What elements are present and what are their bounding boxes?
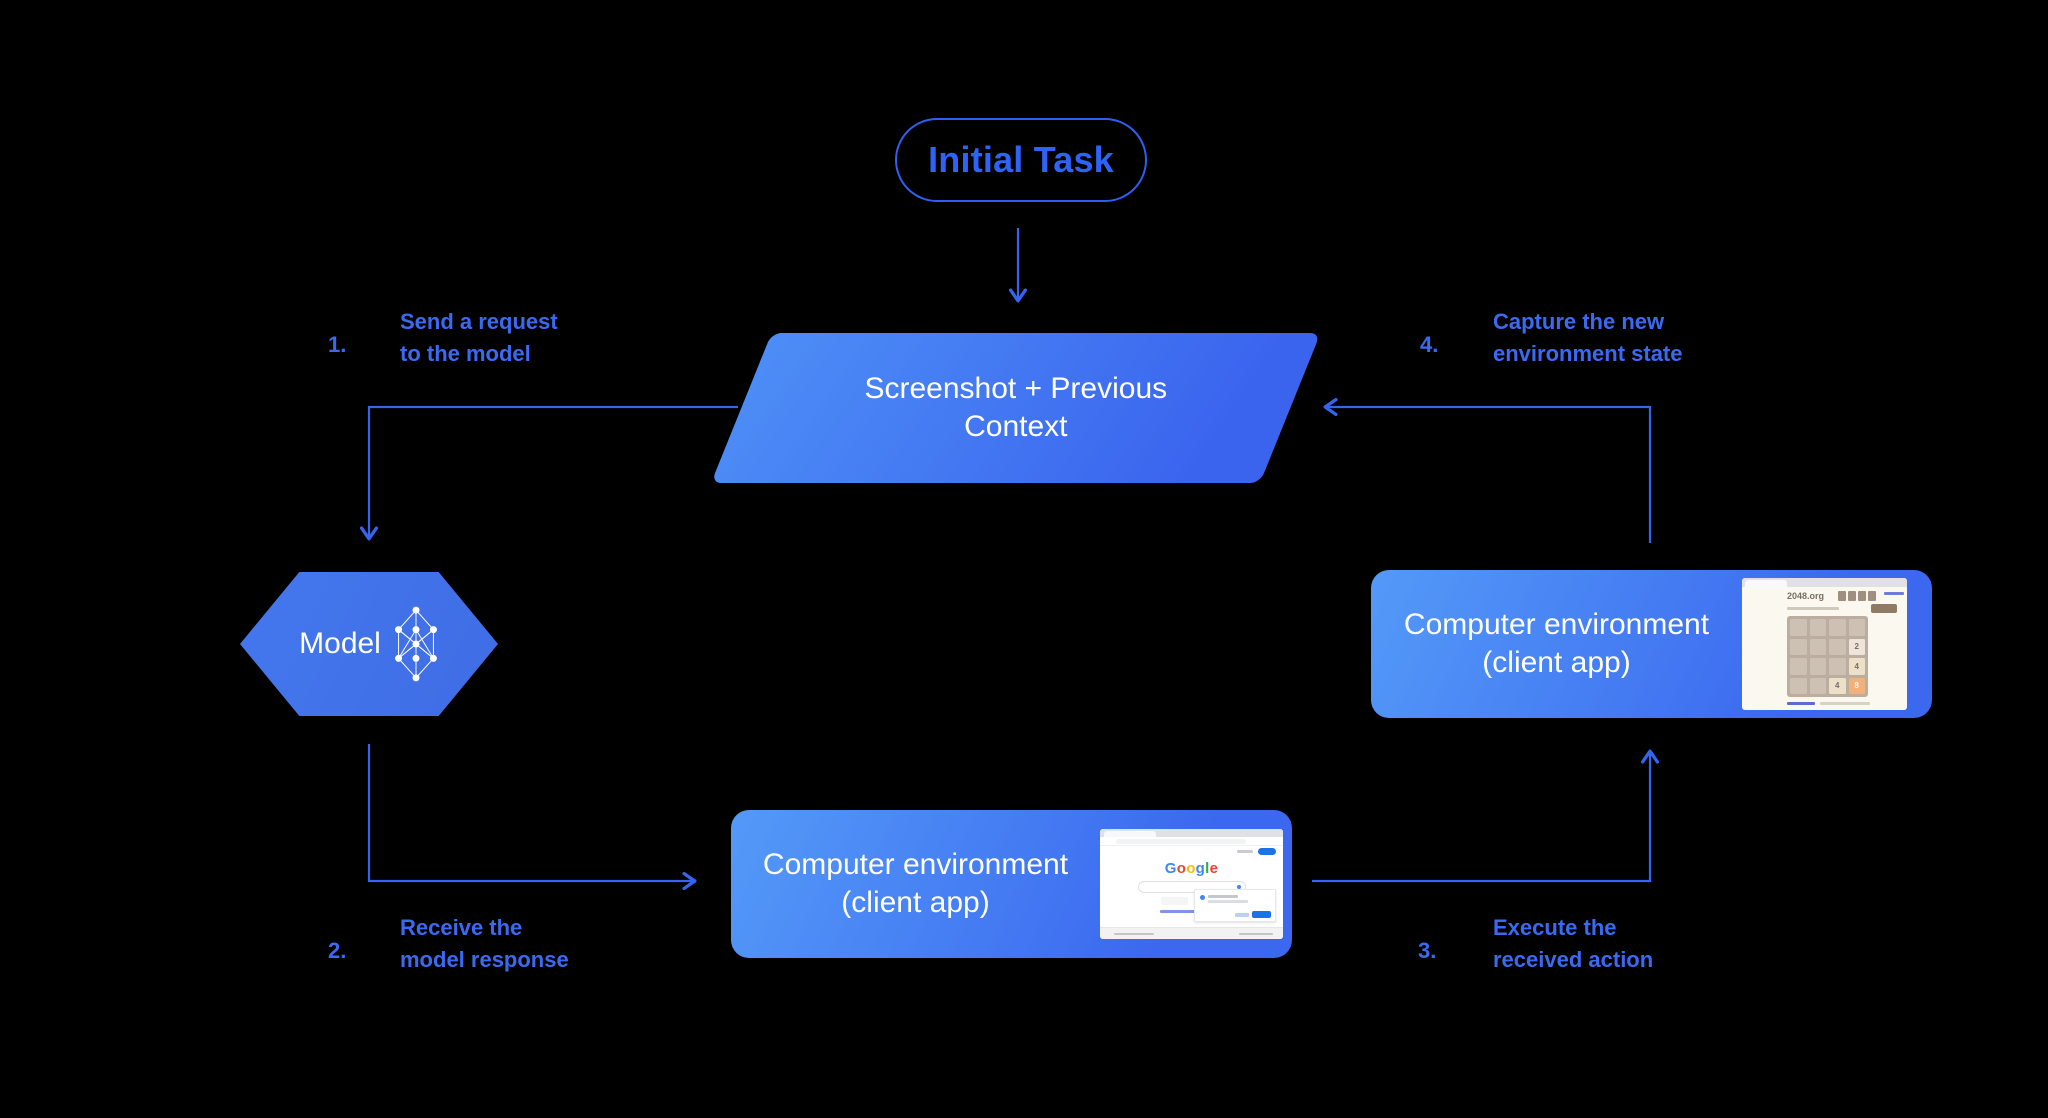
new-game-button xyxy=(1871,604,1897,613)
model-node: Model xyxy=(240,572,498,716)
google-homepage-thumbnail: Google xyxy=(1100,829,1283,939)
board-cell xyxy=(1809,658,1826,675)
browser-tab xyxy=(1104,831,1156,837)
logo-letter: o xyxy=(1186,860,1196,877)
board-cell xyxy=(1809,619,1826,636)
step-3-line1: Execute the xyxy=(1493,915,1617,940)
step-4-number: 4. xyxy=(1420,332,1439,357)
step-3-label: Execute the received action xyxy=(1493,912,1653,976)
browser-tab xyxy=(1745,580,1787,587)
score-chip xyxy=(1848,591,1856,601)
board-cell xyxy=(1790,677,1807,694)
score-chip xyxy=(1838,591,1846,601)
step-2-line2: model response xyxy=(400,947,569,972)
board-cell xyxy=(1829,658,1846,675)
footer-text-bar xyxy=(1820,702,1870,705)
env-right-line1: Computer environment xyxy=(1403,608,1710,641)
board-cell xyxy=(1790,638,1807,655)
score-chip xyxy=(1868,591,1876,601)
tile-2: 2 xyxy=(1848,638,1865,655)
board-cell xyxy=(1809,677,1826,694)
no-thanks-link xyxy=(1235,913,1249,917)
logo-letter: o xyxy=(1176,860,1187,877)
google-logo: Google xyxy=(1100,860,1283,877)
dialog-text-bar xyxy=(1208,895,1238,898)
site-title: 2048.org xyxy=(1787,591,1825,601)
env-bottom-line2: (client app) xyxy=(841,886,990,919)
computer-environment-node-bottom: Computer environment (client app) Google xyxy=(731,810,1292,958)
computer-environment-node-right: Computer environment (client app) 2048.o… xyxy=(1371,570,1932,718)
arrow-model-to-client xyxy=(367,744,697,891)
screenshot-context-line1: Screenshot + Previous xyxy=(864,372,1168,405)
step-3-line2: received action xyxy=(1493,947,1654,972)
footer-links-left xyxy=(1114,932,1154,935)
dialog-text-bar xyxy=(1208,900,1248,903)
screenshot-context-text: Screenshot + Previous Context xyxy=(741,333,1290,483)
dialog-sign-in-button xyxy=(1252,911,1271,918)
logo-letter: e xyxy=(1209,860,1219,877)
model-label: Model xyxy=(299,627,381,660)
game-2048-thumbnail: 2048.org 2 4 xyxy=(1742,578,1907,710)
arrow-client-to-context xyxy=(1323,397,1652,543)
board-cell xyxy=(1829,638,1846,655)
gmail-images-links xyxy=(1237,850,1253,853)
neural-network-icon xyxy=(394,606,437,682)
initial-task-node: Initial Task xyxy=(895,118,1147,202)
step-1-line2: to the model xyxy=(400,341,531,366)
board-cell xyxy=(1809,638,1826,655)
board-cell xyxy=(1790,619,1807,636)
logo-letter: g xyxy=(1195,860,1206,877)
step-3-number: 3. xyxy=(1418,938,1437,963)
score-chip xyxy=(1858,591,1866,601)
arrow-context-to-model xyxy=(359,405,738,541)
link-bar xyxy=(1884,592,1904,595)
logo-letter: G xyxy=(1164,860,1177,877)
page-footer-bar xyxy=(1100,927,1283,939)
env-bottom-line1: Computer environment xyxy=(762,848,1069,881)
computer-environment-bottom-text: Computer environment (client app) xyxy=(731,846,1100,922)
browser-tab-bar xyxy=(1100,829,1283,837)
arrow-client-to-client xyxy=(1312,749,1660,883)
step-2-label: Receive the model response xyxy=(400,912,569,976)
board-cell xyxy=(1790,658,1807,675)
sign-in-button xyxy=(1258,848,1276,855)
google-g-icon xyxy=(1200,895,1205,900)
footer-link-bar xyxy=(1787,702,1815,705)
step-2-number: 2. xyxy=(328,938,347,963)
mic-icon xyxy=(1236,884,1241,889)
game-board: 2 4 4 8 xyxy=(1787,616,1868,697)
screenshot-context-line2: Context xyxy=(964,410,1068,443)
step-4-line2: environment state xyxy=(1493,341,1683,366)
step-4-line1: Capture the new xyxy=(1493,309,1665,334)
step-1-number: 1. xyxy=(328,332,347,357)
footer-links-right xyxy=(1239,932,1273,935)
logo-letter: l xyxy=(1205,860,1210,877)
browser-tab-bar xyxy=(1742,578,1907,587)
caption-bar xyxy=(1787,607,1839,610)
screenshot-context-node: Screenshot + Previous Context xyxy=(711,333,1321,483)
step-2-line1: Receive the xyxy=(400,915,523,940)
tile-4: 4 xyxy=(1848,658,1865,675)
tile-4: 4 xyxy=(1829,677,1846,694)
initial-task-label: Initial Task xyxy=(928,139,1114,180)
google-offered-in-link xyxy=(1159,910,1224,913)
env-right-line2: (client app) xyxy=(1482,646,1631,679)
step-1-line1: Send a request xyxy=(400,309,558,334)
browser-address-bar xyxy=(1100,837,1283,846)
sign-in-dialog xyxy=(1194,889,1276,922)
google-search-button xyxy=(1160,897,1188,905)
board-cell xyxy=(1848,619,1865,636)
step-4-label: Capture the new environment state xyxy=(1493,306,1683,370)
step-1-label: Send a request to the model xyxy=(400,306,558,370)
url-field xyxy=(1116,839,1246,844)
computer-environment-right-text: Computer environment (client app) xyxy=(1371,606,1742,682)
tile-8: 8 xyxy=(1848,677,1865,694)
board-cell xyxy=(1829,619,1846,636)
